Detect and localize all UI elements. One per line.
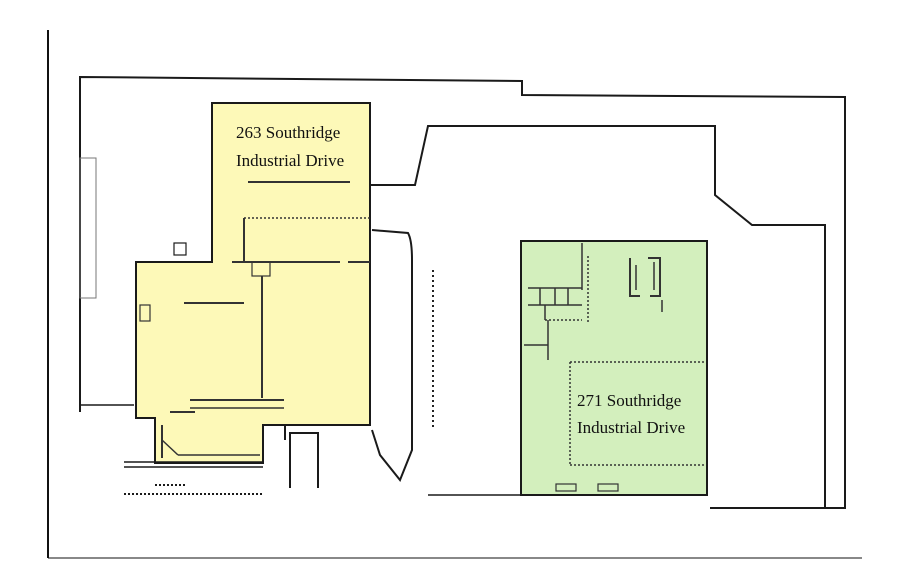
building-263-label-line1: 263 Southridge: [236, 123, 340, 142]
side-structure: [79, 157, 97, 299]
building-263-footprint[interactable]: [135, 102, 371, 464]
building-263-label-line2: Industrial Drive: [236, 151, 344, 170]
central-lot-outline: [370, 125, 826, 509]
building-271[interactable]: 271 Southridge Industrial Drive: [520, 240, 708, 496]
building-271-label-line2: Industrial Drive: [577, 418, 685, 437]
property-boundary: [79, 75, 846, 509]
building-263[interactable]: 263 Southridge Industrial Drive: [135, 102, 371, 464]
building-271-interior: [524, 243, 706, 492]
building-263-interior: [139, 181, 370, 458]
parking-stubs: [284, 425, 319, 488]
driveway: [371, 229, 413, 482]
sheet-border: [47, 30, 862, 559]
building-271-label-line1: 271 Southridge: [577, 391, 681, 410]
road-lines: [124, 461, 263, 495]
building-271-footprint[interactable]: [520, 240, 708, 496]
utility-box: [173, 242, 187, 256]
